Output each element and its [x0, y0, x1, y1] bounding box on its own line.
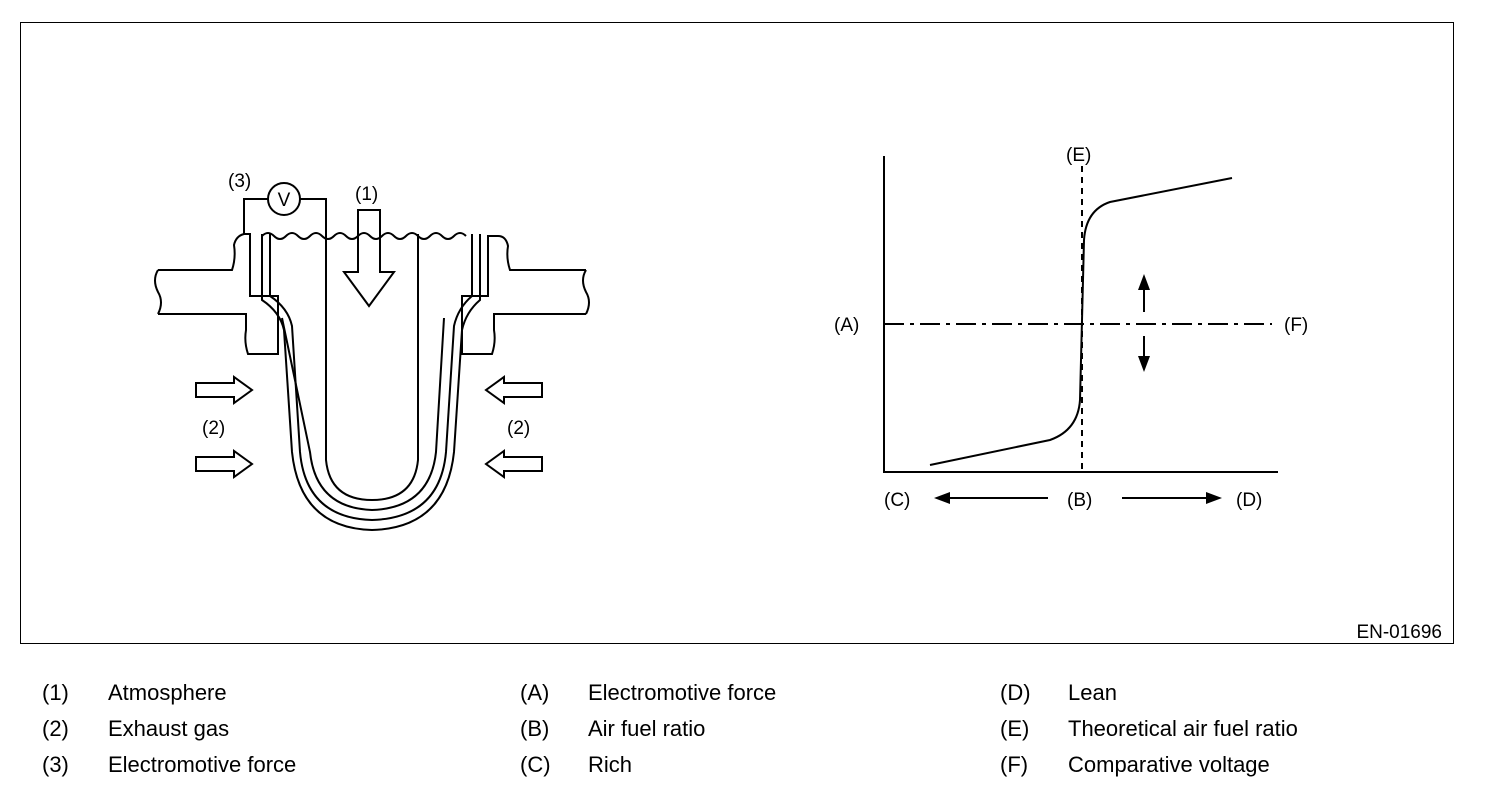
exhaust-pipe-left-wall [158, 233, 279, 355]
label-f: (F) [1284, 315, 1308, 336]
legend-text: Atmosphere [108, 680, 227, 705]
legend: (1) Atmosphere (2) Exhaust gas (3) Elect… [0, 672, 1504, 792]
sensor-inner-layer [281, 317, 445, 512]
emf-graph: (E) (A) (F) (C) (B) (D) [834, 145, 1308, 511]
lean-arrow-icon [1206, 492, 1222, 504]
up-arrow-icon [1138, 274, 1150, 290]
figure-frame [20, 22, 1454, 644]
sensor-cross-section: V (3) (1) (2) (2) [154, 171, 590, 532]
pipe-break-left [154, 269, 162, 315]
label-e: (E) [1066, 145, 1091, 166]
label-a: (A) [834, 315, 859, 336]
legend-text: Theoretical air fuel ratio [1068, 716, 1298, 741]
pipe-break-right [582, 269, 590, 315]
emf-curve [929, 177, 1233, 466]
exhaust-arrow-left-bottom-icon [195, 449, 254, 479]
sensor-inner-bore [325, 198, 419, 502]
sensor-outer-layer [261, 234, 481, 532]
legend-code: (F) [1000, 752, 1029, 777]
sensor-middle-layer [269, 234, 473, 522]
atmosphere-arrow-icon [342, 209, 396, 308]
exhaust-arrow-right-top-icon [484, 375, 543, 405]
label-2-right: (2) [507, 418, 530, 439]
label-c: (C) [884, 490, 910, 511]
exhaust-arrow-left-top-icon [195, 375, 254, 405]
legend-code: (E) [1000, 716, 1030, 741]
legend-text: Comparative voltage [1068, 752, 1270, 777]
legend-code: (1) [42, 680, 69, 705]
legend-text: Electromotive force [108, 752, 297, 777]
label-3: (3) [228, 171, 251, 192]
label-1: (1) [355, 184, 378, 205]
voltmeter-wire [243, 198, 326, 234]
legend-code: (A) [520, 680, 550, 705]
label-d: (D) [1236, 490, 1262, 511]
legend-text: Electromotive force [588, 680, 777, 705]
graph-axes [883, 156, 1278, 473]
legend-text: Lean [1068, 680, 1117, 705]
legend-code: (B) [520, 716, 550, 741]
oxygen-sensor-diagram: V (3) (1) (2) (2) (E) (A) (F) (C) (B) [154, 145, 1442, 643]
sensor-top-wavy [261, 232, 467, 240]
label-b: (B) [1067, 490, 1092, 511]
legend-text: Exhaust gas [108, 716, 230, 741]
voltmeter-label: V [278, 190, 291, 211]
legend-code: (3) [42, 752, 69, 777]
voltmeter-icon [267, 182, 301, 216]
legend-text: Air fuel ratio [588, 716, 706, 741]
figure-code: EN-01696 [1356, 622, 1442, 643]
legend-text: Rich [588, 752, 633, 777]
exhaust-pipe-right-wall [461, 235, 586, 355]
exhaust-arrow-right-bottom-icon [484, 449, 543, 479]
legend-code: (2) [42, 716, 69, 741]
legend-code: (C) [520, 752, 551, 777]
rich-arrow-icon [934, 492, 950, 504]
legend-code: (D) [1000, 680, 1031, 705]
down-arrow-icon [1138, 356, 1150, 372]
label-2-left: (2) [202, 418, 225, 439]
